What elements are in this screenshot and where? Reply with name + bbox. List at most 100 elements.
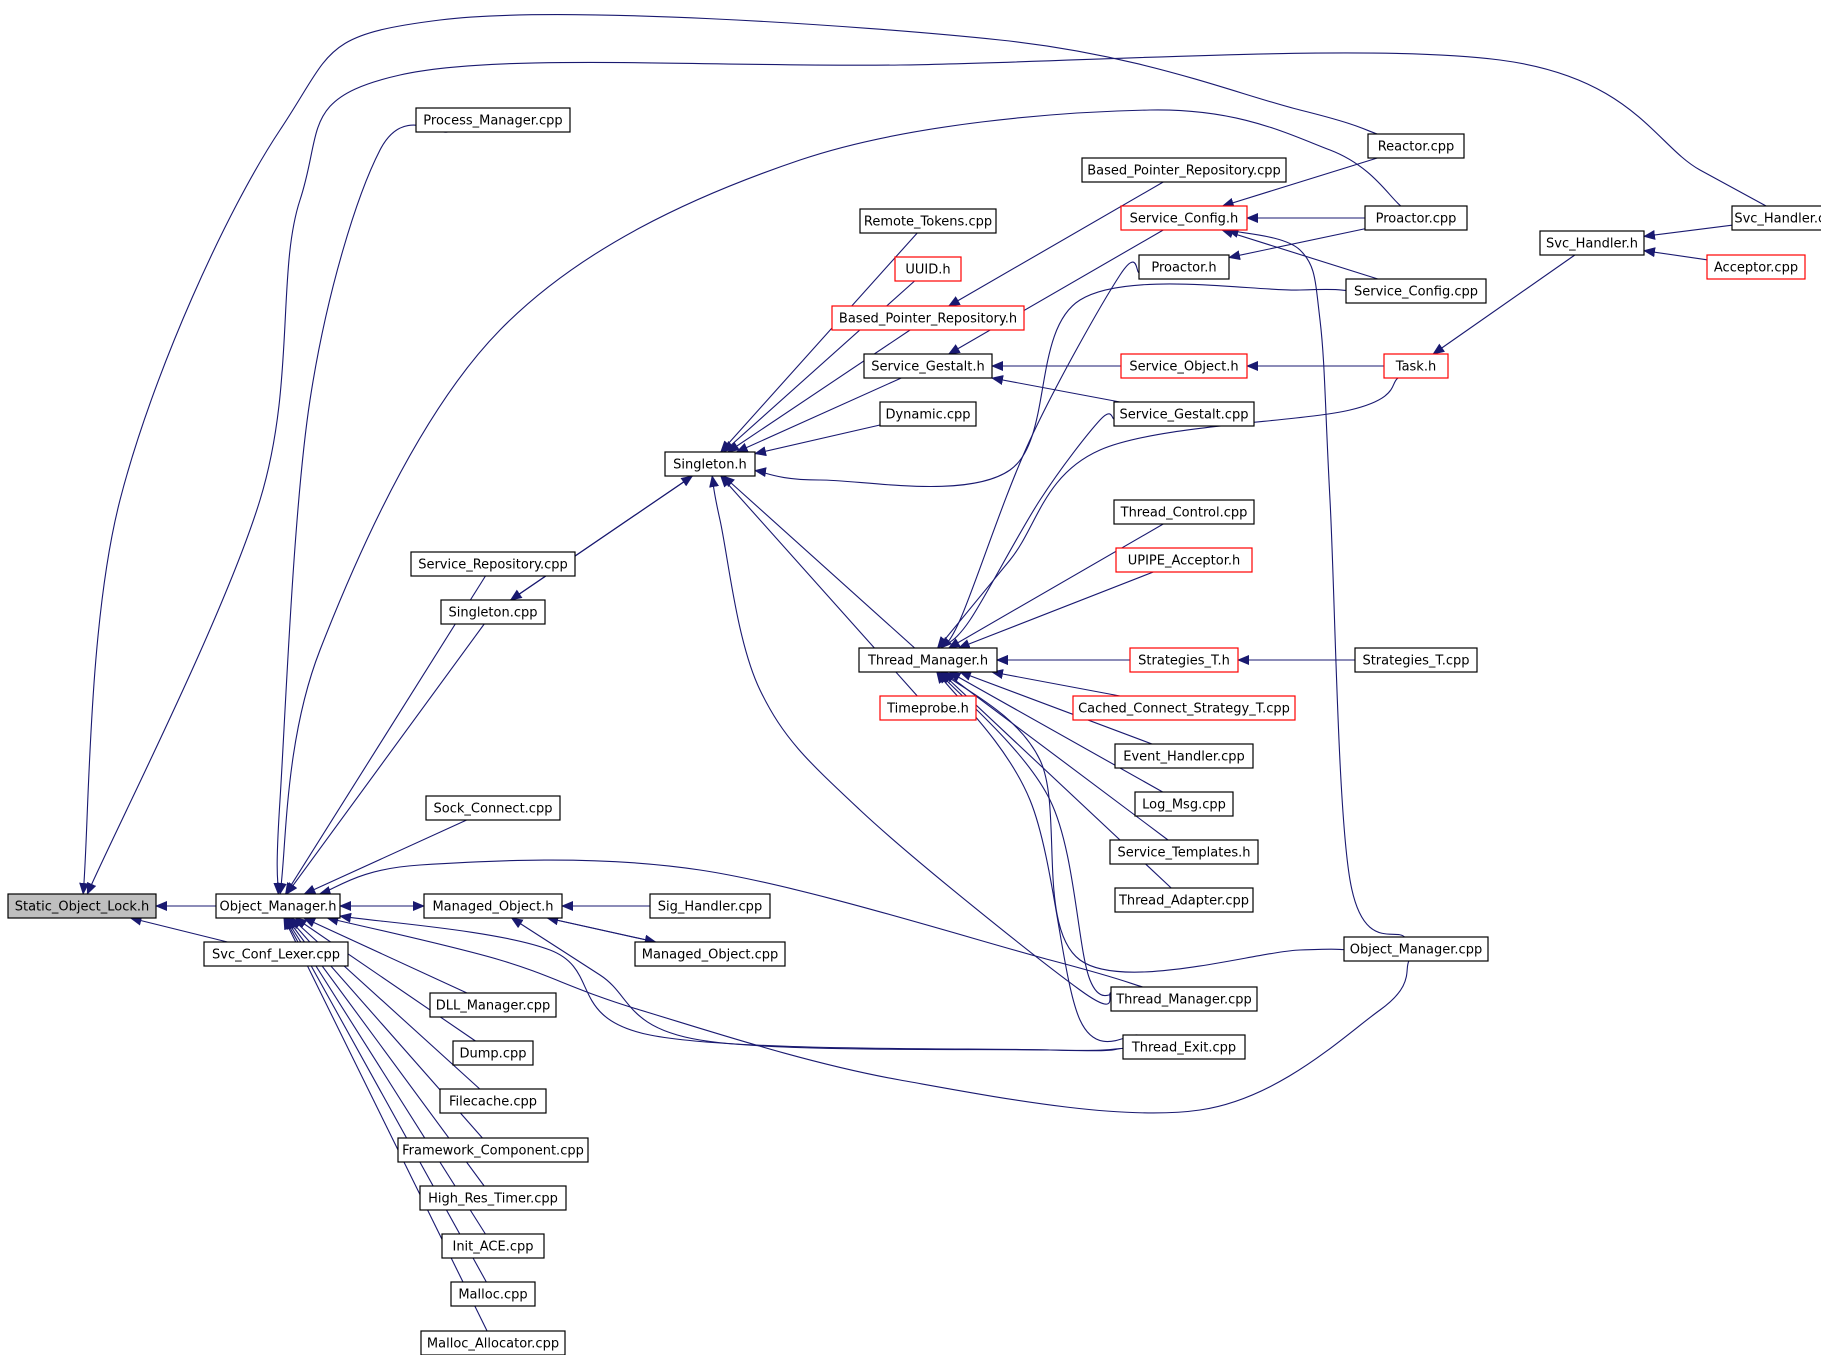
node-svc-handler-h[interactable]: Svc_Handler.h: [1539, 230, 1645, 256]
node-box[interactable]: [858, 647, 998, 673]
node-remote-tokens-cpp[interactable]: Remote_Tokens.cpp: [859, 208, 997, 234]
node-box[interactable]: [1731, 205, 1821, 231]
node-strategies-t-h[interactable]: Strategies_T.h: [1129, 647, 1239, 673]
node-task-h[interactable]: Task.h: [1383, 353, 1449, 379]
node-box[interactable]: [439, 1088, 547, 1114]
node-box[interactable]: [1110, 986, 1258, 1012]
node-box[interactable]: [450, 1281, 536, 1307]
node-service-gestalt-cpp[interactable]: Service_Gestalt.cpp: [1113, 401, 1255, 427]
node-box[interactable]: [1109, 839, 1259, 865]
node-box[interactable]: [415, 107, 571, 133]
node-dump-cpp[interactable]: Dump.cpp: [452, 1040, 534, 1066]
node-box[interactable]: [1367, 133, 1465, 159]
node-singleton-cpp[interactable]: Singleton.cpp: [440, 599, 546, 625]
node-static-object-lock-h[interactable]: Static_Object_Lock.h: [7, 893, 157, 919]
node-box[interactable]: [423, 893, 563, 919]
node-based-pointer-repository-h[interactable]: Based_Pointer_Repository.h: [831, 305, 1025, 331]
node-cached-connect-strategy-t-cpp[interactable]: Cached_Connect_Strategy_T.cpp: [1072, 695, 1296, 721]
node-filecache-cpp[interactable]: Filecache.cpp: [439, 1088, 547, 1114]
node-box[interactable]: [440, 599, 546, 625]
node-malloc-allocator-cpp[interactable]: Malloc_Allocator.cpp: [420, 1330, 566, 1355]
node-box[interactable]: [1115, 547, 1253, 573]
node-based-pointer-repository-cpp[interactable]: Based_Pointer_Repository.cpp: [1081, 157, 1287, 183]
node-box[interactable]: [1081, 157, 1287, 183]
node-reactor-cpp[interactable]: Reactor.cpp: [1367, 133, 1465, 159]
node-service-gestalt-h[interactable]: Service_Gestalt.h: [863, 353, 993, 379]
node-box[interactable]: [1706, 254, 1806, 280]
node-box[interactable]: [1120, 205, 1248, 231]
node-dynamic-cpp[interactable]: Dynamic.cpp: [879, 401, 977, 427]
node-box[interactable]: [1383, 353, 1449, 379]
node-singleton-h[interactable]: Singleton.h: [664, 451, 756, 477]
node-box[interactable]: [441, 1233, 545, 1259]
node-service-config-h[interactable]: Service_Config.h: [1120, 205, 1248, 231]
node-acceptor-cpp[interactable]: Acceptor.cpp: [1706, 254, 1806, 280]
node-managed-object-h[interactable]: Managed_Object.h: [423, 893, 563, 919]
node-box[interactable]: [203, 941, 349, 967]
node-thread-manager-h[interactable]: Thread_Manager.h: [858, 647, 998, 673]
node-box[interactable]: [831, 305, 1025, 331]
node-box[interactable]: [1129, 647, 1239, 673]
node-box[interactable]: [1122, 1034, 1246, 1060]
node-box[interactable]: [7, 893, 157, 919]
node-box[interactable]: [420, 1330, 566, 1355]
node-box[interactable]: [429, 992, 557, 1018]
node-box[interactable]: [634, 941, 786, 967]
node-box[interactable]: [863, 353, 993, 379]
node-box[interactable]: [419, 1185, 567, 1211]
node-box[interactable]: [879, 695, 977, 721]
node-box[interactable]: [1120, 353, 1248, 379]
node-box[interactable]: [1113, 401, 1255, 427]
node-log-msg-cpp[interactable]: Log_Msg.cpp: [1134, 791, 1234, 817]
node-box[interactable]: [859, 208, 997, 234]
node-service-templates-h[interactable]: Service_Templates.h: [1109, 839, 1259, 865]
node-malloc-cpp[interactable]: Malloc.cpp: [450, 1281, 536, 1307]
node-box[interactable]: [894, 256, 962, 282]
node-thread-exit-cpp[interactable]: Thread_Exit.cpp: [1122, 1034, 1246, 1060]
node-box[interactable]: [1343, 936, 1489, 962]
node-box[interactable]: [1138, 254, 1230, 280]
node-service-object-h[interactable]: Service_Object.h: [1120, 353, 1248, 379]
node-event-handler-cpp[interactable]: Event_Handler.cpp: [1114, 743, 1254, 769]
node-box[interactable]: [1354, 647, 1478, 673]
node-service-config-cpp[interactable]: Service_Config.cpp: [1345, 278, 1487, 304]
node-box[interactable]: [1134, 791, 1234, 817]
node-dll-manager-cpp[interactable]: DLL_Manager.cpp: [429, 992, 557, 1018]
node-high-res-timer-cpp[interactable]: High_Res_Timer.cpp: [419, 1185, 567, 1211]
node-init-ace-cpp[interactable]: Init_ACE.cpp: [441, 1233, 545, 1259]
node-object-manager-cpp[interactable]: Object_Manager.cpp: [1343, 936, 1489, 962]
node-svc-handler-cpp[interactable]: Svc_Handler.cpp: [1731, 205, 1821, 231]
node-box[interactable]: [1114, 887, 1254, 913]
node-timeprobe-h[interactable]: Timeprobe.h: [879, 695, 977, 721]
node-box[interactable]: [452, 1040, 534, 1066]
node-box[interactable]: [664, 451, 756, 477]
node-box[interactable]: [215, 893, 341, 919]
node-sig-handler-cpp[interactable]: Sig_Handler.cpp: [649, 893, 771, 919]
node-svc-conf-lexer-cpp[interactable]: Svc_Conf_Lexer.cpp: [203, 941, 349, 967]
node-box[interactable]: [425, 795, 561, 821]
node-sock-connect-cpp[interactable]: Sock_Connect.cpp: [425, 795, 561, 821]
node-box[interactable]: [1113, 499, 1255, 525]
node-process-manager-cpp[interactable]: Process_Manager.cpp: [415, 107, 571, 133]
node-thread-adapter-cpp[interactable]: Thread_Adapter.cpp: [1114, 887, 1254, 913]
node-box[interactable]: [410, 551, 576, 577]
node-box[interactable]: [879, 401, 977, 427]
node-object-manager-h[interactable]: Object_Manager.h: [215, 893, 341, 919]
node-proactor-h[interactable]: Proactor.h: [1138, 254, 1230, 280]
node-proactor-cpp[interactable]: Proactor.cpp: [1364, 205, 1468, 231]
node-thread-control-cpp[interactable]: Thread_Control.cpp: [1113, 499, 1255, 525]
node-upipe-acceptor-h[interactable]: UPIPE_Acceptor.h: [1115, 547, 1253, 573]
node-box[interactable]: [1072, 695, 1296, 721]
node-box[interactable]: [397, 1137, 589, 1163]
node-strategies-t-cpp[interactable]: Strategies_T.cpp: [1354, 647, 1478, 673]
node-service-repository-cpp[interactable]: Service_Repository.cpp: [410, 551, 576, 577]
node-thread-manager-cpp[interactable]: Thread_Manager.cpp: [1110, 986, 1258, 1012]
node-box[interactable]: [1364, 205, 1468, 231]
node-framework-component-cpp[interactable]: Framework_Component.cpp: [397, 1137, 589, 1163]
node-managed-object-cpp[interactable]: Managed_Object.cpp: [634, 941, 786, 967]
node-box[interactable]: [1114, 743, 1254, 769]
node-box[interactable]: [1539, 230, 1645, 256]
node-box[interactable]: [649, 893, 771, 919]
node-box[interactable]: [1345, 278, 1487, 304]
node-uuid-h[interactable]: UUID.h: [894, 256, 962, 282]
